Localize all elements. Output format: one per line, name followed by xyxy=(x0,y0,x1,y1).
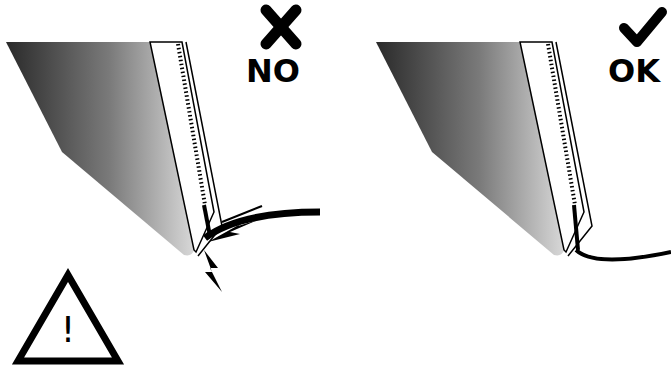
warning-sign: ! xyxy=(61,312,75,348)
cross-mark xyxy=(266,10,296,44)
check-mark xyxy=(624,12,662,42)
verdict-no: NO xyxy=(246,55,300,87)
warning-triangle xyxy=(18,275,118,361)
blade-ok xyxy=(376,42,671,260)
blade-no xyxy=(6,42,320,292)
verdict-ok: OK xyxy=(608,55,660,87)
